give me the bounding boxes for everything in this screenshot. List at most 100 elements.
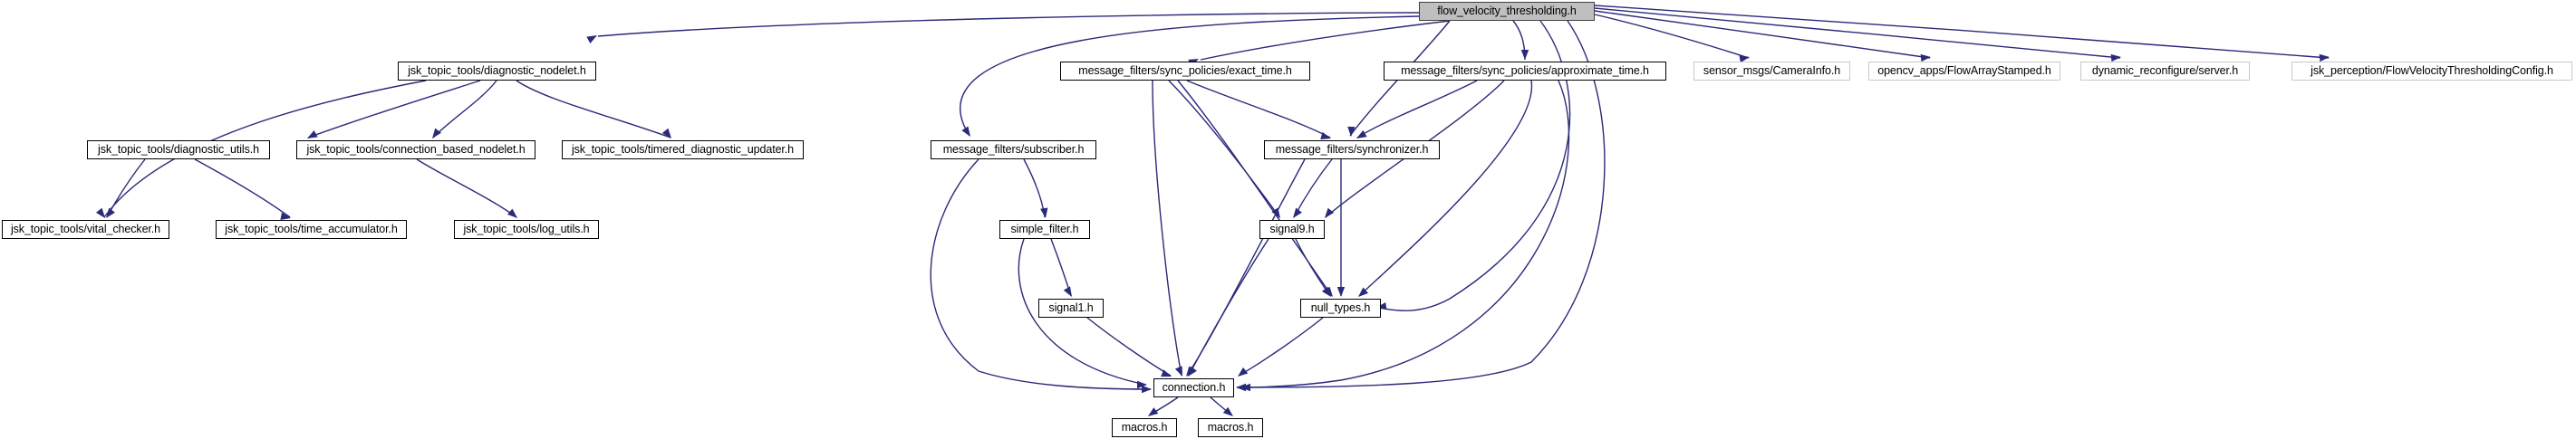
edge-signal1-to-connection [1086, 317, 1172, 377]
arrowhead-root-to-diag_nodelet [586, 35, 597, 44]
graph-node-label: null_types.h [1310, 301, 1371, 315]
arrowhead-signal1-to-connection [1161, 369, 1172, 377]
edge-diag_nodelet-to-vital_checker [103, 80, 427, 218]
arrowhead-exact_time-to-connection [1174, 366, 1182, 377]
graph-node-timered_diag[interactable]: jsk_topic_tools/timered_diagnostic_updat… [562, 140, 804, 159]
edge-root-to-subscriber [960, 15, 1420, 137]
graph-node-label: jsk_topic_tools/log_utils.h [463, 223, 590, 236]
graph-node-label: jsk_perception/FlowVelocityThresholdingC… [2311, 64, 2553, 78]
graph-node-simple_filter[interactable]: simple_filter.h [999, 220, 1090, 239]
edge-root-to-dyn_server [1594, 7, 2121, 59]
edge-signal9-to-connection [1188, 238, 1269, 377]
edge-synchronizer-to-connection [1186, 158, 1306, 377]
graph-node-time_accum[interactable]: jsk_topic_tools/time_accumulator.h [216, 220, 407, 239]
edge-approx_time-to-synchronizer [1356, 80, 1478, 138]
graph-node-synchronizer[interactable]: message_filters/synchronizer.h [1264, 140, 1440, 159]
arrowhead-subscriber-to-connection [1142, 385, 1152, 394]
arrowhead-diag_utils-to-vital_checker [106, 207, 115, 218]
edge-subscriber-to-connection [930, 158, 1152, 390]
graph-node-fvt_config[interactable]: jsk_perception/FlowVelocityThresholdingC… [2291, 62, 2572, 81]
arrowhead-root-to-fvt_config [2319, 53, 2330, 62]
edge-diag_utils-to-time_accum [194, 158, 291, 218]
arrowhead-root-to-flow_array [1920, 53, 1931, 62]
graph-node-label: macros.h [1207, 421, 1254, 434]
arrowhead-diag_nodelet-to-conn_based [432, 128, 441, 138]
edge-diag_utils-to-vital_checker [106, 158, 146, 218]
arrowhead-exact_time-to-synchronizer [1320, 131, 1331, 139]
edge-approx_time-to-connection [1236, 80, 1570, 388]
edge-exact_time-to-synchronizer [1186, 80, 1331, 138]
graph-node-label: sensor_msgs/CameraInfo.h [1703, 64, 1841, 78]
graph-node-label: jsk_topic_tools/time_accumulator.h [225, 223, 398, 236]
graph-node-macros_left[interactable]: macros.h [1112, 418, 1177, 437]
graph-node-root[interactable]: flow_velocity_thresholding.h [1419, 2, 1595, 21]
graph-node-label: jsk_topic_tools/connection_based_nodelet… [306, 143, 526, 157]
arrowhead-approx_time-to-connection [1236, 383, 1246, 392]
arrowhead-connection-to-macros_left [1148, 407, 1159, 416]
arrowhead-simple_filter-to-signal1 [1063, 286, 1072, 297]
edge-root-to-connection [1240, 20, 1606, 388]
arrowhead-conn_based-to-log_utils [507, 208, 517, 218]
graph-node-label: macros.h [1121, 421, 1168, 434]
graph-node-approx_time[interactable]: message_filters/sync_policies/approximat… [1384, 62, 1666, 81]
edge-diag_nodelet-to-conn_based [432, 80, 497, 138]
graph-node-label: opencv_apps/FlowArrayStamped.h [1877, 64, 2051, 78]
graph-node-macros_right[interactable]: macros.h [1198, 418, 1263, 437]
graph-node-label: flow_velocity_thresholding.h [1437, 5, 1577, 18]
graph-node-diag_utils[interactable]: jsk_topic_tools/diagnostic_utils.h [87, 140, 270, 159]
graph-node-label: message_filters/sync_policies/approximat… [1401, 64, 1649, 78]
arrowhead-signal9-to-connection [1188, 366, 1197, 377]
graph-node-flow_array[interactable]: opencv_apps/FlowArrayStamped.h [1868, 62, 2060, 81]
graph-node-label: jsk_topic_tools/diagnostic_nodelet.h [408, 64, 586, 78]
edge-diag_nodelet-to-diag_utils [307, 80, 481, 138]
graph-node-signal1[interactable]: signal1.h [1038, 299, 1104, 318]
edge-simple_filter-to-signal1 [1050, 238, 1072, 297]
graph-node-label: message_filters/synchronizer.h [1275, 143, 1429, 157]
graph-node-null_types[interactable]: null_types.h [1300, 299, 1381, 318]
edge-approx_time-to-null_types [1358, 80, 1532, 297]
edge-root-to-diag_nodelet [597, 12, 1420, 37]
arrowhead-approx_time-to-signal9 [1325, 207, 1335, 218]
arrowhead-signal9-to-null_types [1321, 286, 1331, 297]
arrowhead-root-to-camera_info [1739, 54, 1750, 63]
graph-node-diag_nodelet[interactable]: jsk_topic_tools/diagnostic_nodelet.h [398, 62, 596, 81]
graph-node-subscriber[interactable]: message_filters/subscriber.h [931, 140, 1096, 159]
arrowhead-subscriber-to-simple_filter [1040, 207, 1048, 218]
edge-root-to-camera_info [1594, 14, 1750, 59]
edge-null_types-to-connection [1238, 317, 1324, 377]
graph-node-dyn_server[interactable]: dynamic_reconfigure/server.h [2080, 62, 2250, 81]
graph-node-label: jsk_topic_tools/vital_checker.h [10, 223, 161, 236]
graph-node-camera_info[interactable]: sensor_msgs/CameraInfo.h [1693, 62, 1850, 81]
arrowhead-diag_nodelet-to-vital_checker [95, 207, 105, 218]
arrowhead-root-to-subscriber [961, 126, 970, 137]
graph-node-label: signal1.h [1048, 301, 1094, 315]
edge-diag_nodelet-to-timered_diag [516, 80, 671, 138]
arrowhead-root-to-synchronizer [1347, 126, 1356, 137]
edge-exact_time-to-connection [1152, 80, 1182, 377]
edge-exact_time-to-null_types [1177, 80, 1333, 297]
edge-root-to-exact_time [1200, 20, 1451, 61]
graph-node-exact_time[interactable]: message_filters/sync_policies/exact_time… [1060, 62, 1310, 81]
graph-node-label: simple_filter.h [1010, 223, 1079, 236]
graph-node-conn_based[interactable]: jsk_topic_tools/connection_based_nodelet… [296, 140, 535, 159]
edge-root-to-fvt_config [1594, 5, 2330, 59]
arrowhead-root-to-dyn_server [2110, 53, 2121, 62]
graph-node-label: connection.h [1162, 381, 1226, 395]
edge-root-to-flow_array [1594, 10, 1931, 59]
graph-node-vital_checker[interactable]: jsk_topic_tools/vital_checker.h [2, 220, 169, 239]
graph-node-connection[interactable]: connection.h [1153, 378, 1234, 397]
graph-node-label: dynamic_reconfigure/server.h [2091, 64, 2239, 78]
arrowhead-root-to-approx_time [1520, 50, 1529, 60]
graph-node-signal9[interactable]: signal9.h [1259, 220, 1325, 239]
graph-node-label: jsk_topic_tools/timered_diagnostic_updat… [571, 143, 795, 157]
edge-simple_filter-to-connection [1018, 238, 1147, 386]
arrowhead-diag_nodelet-to-diag_utils [307, 130, 318, 138]
graph-node-label: jsk_topic_tools/diagnostic_utils.h [98, 143, 259, 157]
arrowhead-synchronizer-to-signal9 [1293, 207, 1302, 218]
arrowhead-connection-to-macros_right [1222, 406, 1233, 416]
arrowhead-null_types-to-connection [1238, 367, 1249, 377]
edge-conn_based-to-log_utils [416, 158, 517, 218]
graph-node-label: signal9.h [1269, 223, 1315, 236]
graph-node-log_utils[interactable]: jsk_topic_tools/log_utils.h [454, 220, 599, 239]
